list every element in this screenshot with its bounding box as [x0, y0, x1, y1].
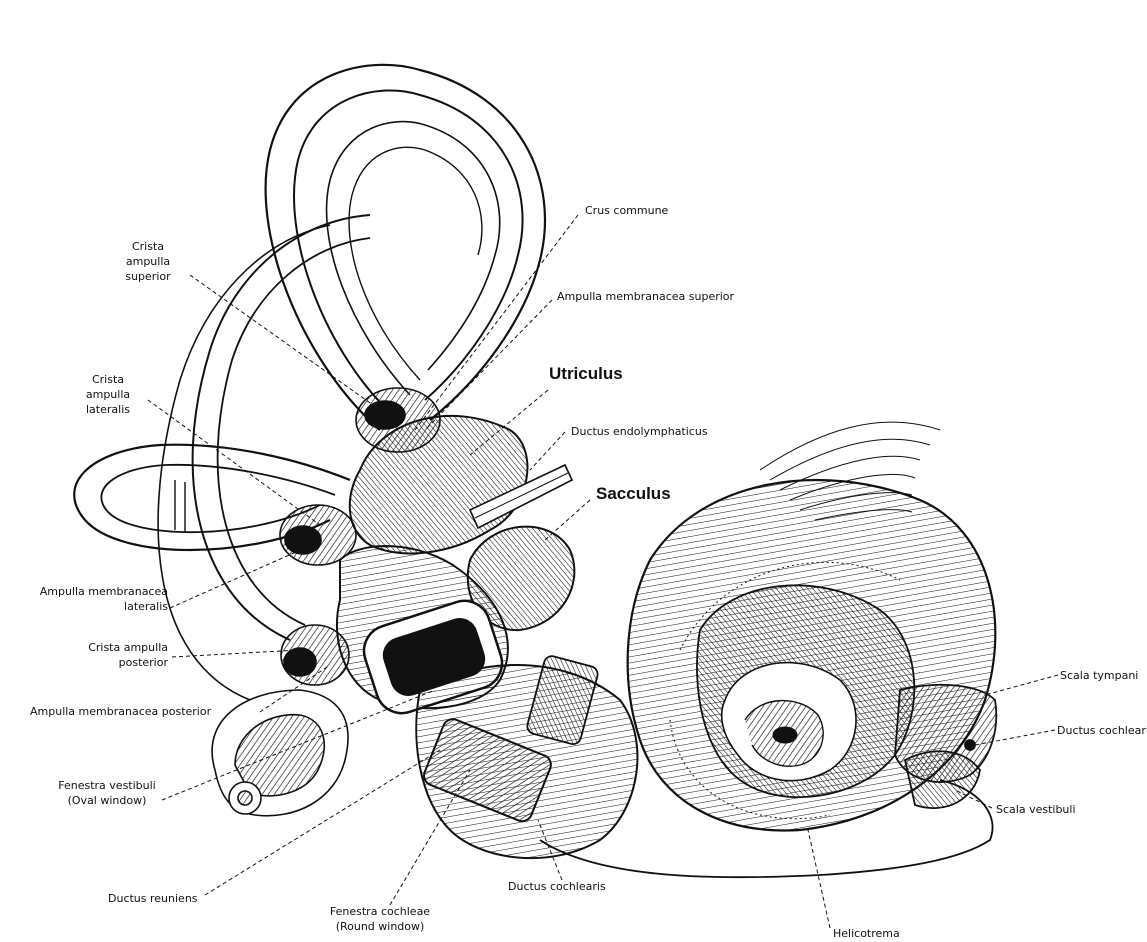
- label-ampulla-membranacea-posterior: Ampulla membranacea posterior: [30, 704, 211, 719]
- label-crista-ampulla-superior: Crista ampulla superior: [108, 239, 188, 284]
- label-helicotrema: Helicotrema: [833, 926, 900, 941]
- label-fenestra-vestibuli: Fenestra vestibuli (Oval window): [52, 778, 162, 808]
- label-utriculus: Utriculus: [549, 364, 623, 384]
- label-scala-vestibuli: Scala vestibuli: [996, 802, 1076, 817]
- superior-semicircular-canal: [266, 65, 545, 430]
- label-fenestra-cochleae: Fenestra cochleae (Round window): [318, 904, 442, 934]
- label-ductus-endolymphaticus: Ductus endolymphaticus: [571, 424, 708, 439]
- label-crista-ampulla-lateralis: Crista ampulla lateralis: [68, 372, 148, 417]
- label-ductus-cochlearis-bottom: Ductus cochlearis: [508, 879, 606, 894]
- label-crus-commune: Crus commune: [585, 203, 668, 218]
- label-scala-tympani: Scala tympani: [1060, 668, 1138, 683]
- label-ampulla-membranacea-lateralis: Ampulla membranacea lateralis: [8, 584, 168, 614]
- label-crista-ampulla-posterior: Crista ampulla posterior: [8, 640, 168, 670]
- label-ductus-reuniens: Ductus reuniens: [108, 891, 198, 906]
- label-sacculus: Sacculus: [596, 484, 671, 504]
- label-ampulla-membranacea-superior: Ampulla membranacea superior: [557, 289, 734, 304]
- label-ductus-cochlearis-right: Ductus cochlearis: [1057, 723, 1147, 738]
